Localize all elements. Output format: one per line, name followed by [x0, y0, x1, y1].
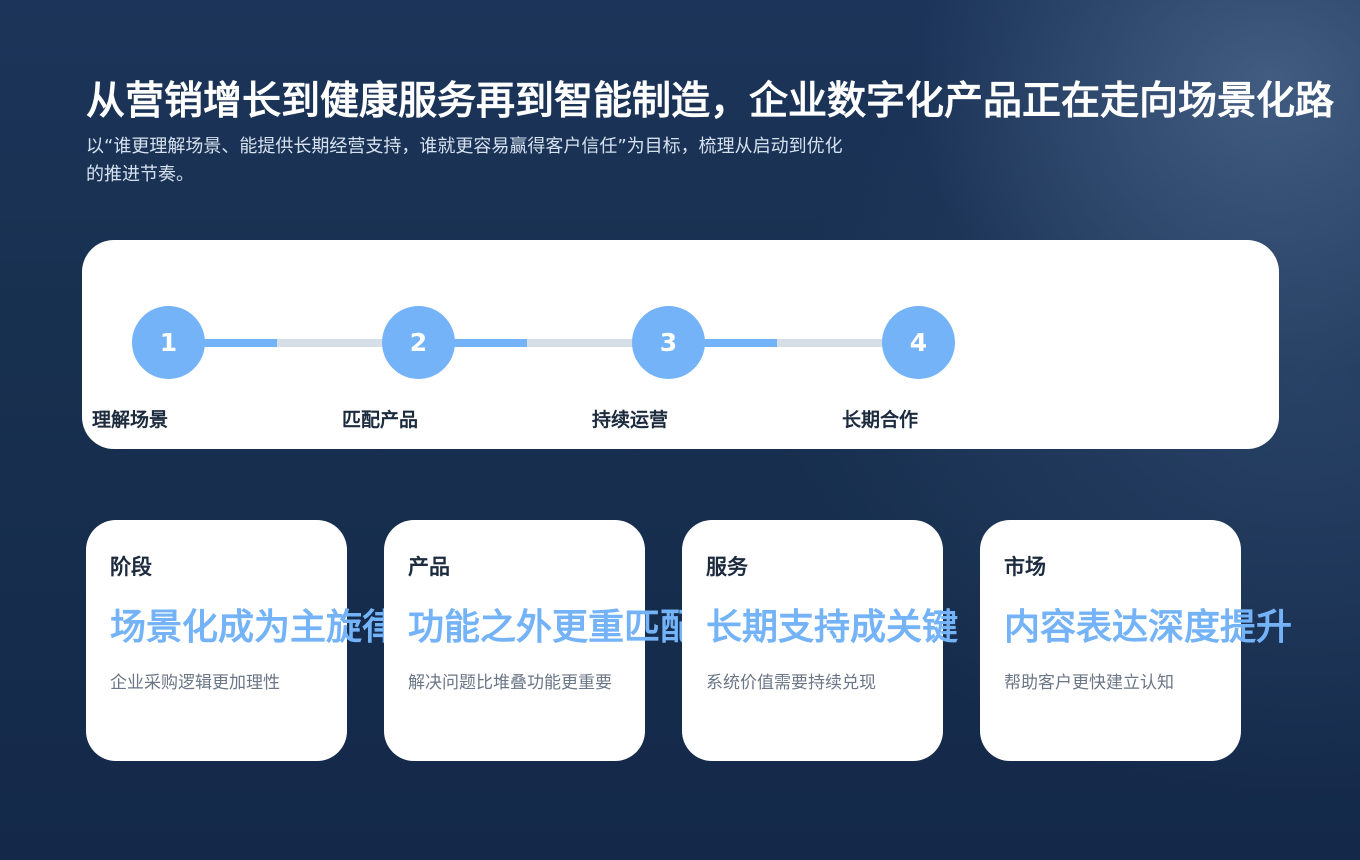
card-description: 帮助客户更快建立认知 [1004, 673, 1174, 693]
card-label: 阶段 [110, 555, 152, 579]
card-headline: 长期支持成关键 [706, 607, 959, 648]
info-card-market: 市场 内容表达深度提升 帮助客户更快建立认知 [980, 520, 1292, 761]
step-node: 1 [132, 306, 205, 379]
timeline-connector [417, 339, 667, 347]
step-node: 4 [882, 306, 955, 379]
info-card-service: 服务 长期支持成关键 系统价值需要持续兑现 [682, 520, 958, 761]
step-label: 持续运营 [592, 409, 669, 431]
step-label: 匹配产品 [342, 409, 419, 431]
info-card-product: 产品 功能之外更重匹配 解决问题比堆叠功能更重要 [384, 520, 696, 761]
step-node: 3 [632, 306, 705, 379]
page-subtitle: 以“谁更理解场景、能提供长期经营支持，谁就更容易赢得客户信任”为目标，梳理从启动… [86, 136, 843, 185]
card-label: 产品 [408, 555, 450, 579]
page-title: 从营销增长到健康服务再到智能制造，企业数字化产品正在走向场景化路 [86, 79, 1335, 124]
step-label: 理解场景 [92, 409, 169, 431]
step-label: 长期合作 [842, 409, 919, 431]
timeline-connector [167, 339, 417, 347]
card-description: 企业采购逻辑更加理性 [110, 673, 280, 693]
step-node: 2 [382, 306, 455, 379]
info-card-stage: 阶段 场景化成为主旋律 企业采购逻辑更加理性 [86, 520, 398, 761]
card-description: 系统价值需要持续兑现 [706, 673, 876, 693]
card-label: 服务 [706, 555, 748, 579]
card-label: 市场 [1004, 555, 1046, 579]
card-headline: 场景化成为主旋律 [110, 607, 399, 648]
card-headline: 功能之外更重匹配 [408, 607, 697, 648]
timeline-card: 1 2 3 4 理解场景 匹配产品 持续运营 长期合作 [82, 240, 1279, 449]
card-description: 解决问题比堆叠功能更重要 [408, 673, 612, 693]
timeline-connector [667, 339, 917, 347]
card-headline: 内容表达深度提升 [1004, 607, 1293, 648]
